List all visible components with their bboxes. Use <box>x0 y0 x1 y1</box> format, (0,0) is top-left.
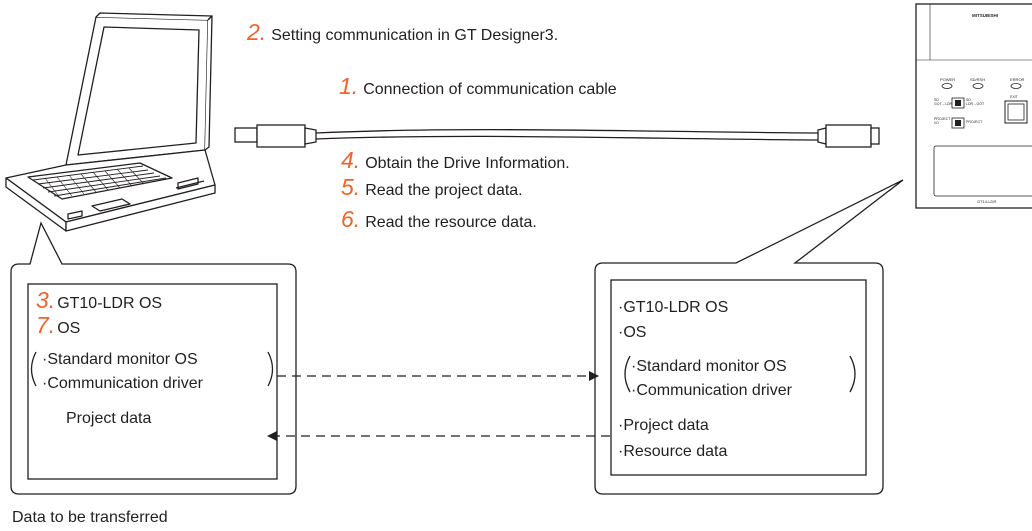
device-exit-label: EXIT <box>1010 95 1018 99</box>
step-6-number: 6. <box>341 206 361 232</box>
left-inner-box <box>27 283 278 480</box>
right-callout <box>594 179 904 495</box>
right-inner-box <box>610 279 867 476</box>
device-led-power-label: POWER <box>940 77 956 82</box>
gt14-ldr-device <box>915 3 1032 209</box>
step-5: 5. Read the project data. <box>341 176 523 200</box>
left-step-3-number: 3. <box>36 287 56 313</box>
device-model-label: GT14-LDR <box>977 199 997 204</box>
left-project-data: Project data <box>66 410 152 427</box>
device-led-sdrsh-label: SD/RSH <box>970 77 986 82</box>
step-2-number: 2. <box>247 19 267 45</box>
left-step-7-number: 7. <box>36 312 56 338</box>
step-2-text: Setting communication in GT Designer3. <box>271 27 559 44</box>
right-gt10-ldr-os: ·GT10-LDR OS <box>618 299 729 316</box>
left-callout <box>10 221 297 495</box>
step-2: 2. Setting communication in GT Designer3… <box>247 21 558 45</box>
step-5-text: Read the project data. <box>365 182 523 199</box>
step-4: 4. Obtain the Drive Information. <box>341 149 570 173</box>
right-standard-monitor: ·Standard monitor OS <box>631 358 787 375</box>
device-switch2-right-label: PROJECT <box>966 120 983 124</box>
right-os: ·OS <box>618 324 647 341</box>
laptop-icon <box>5 12 216 232</box>
left-comm-driver: ·Communication driver <box>42 375 203 392</box>
step-6-text: Read the resource data. <box>365 214 537 231</box>
left-standard-monitor: ·Standard monitor OS <box>42 351 198 368</box>
device-brand: MITSUBISHI <box>972 13 999 18</box>
right-resource-data: ·Resource data <box>618 443 728 460</box>
step-1-text: Connection of communication cable <box>363 81 617 98</box>
left-step-7-text: OS <box>57 320 81 337</box>
step-5-number: 5. <box>341 174 361 200</box>
usb-cable-icon <box>234 124 880 148</box>
device-led-error-label: ERROR <box>1010 77 1025 82</box>
left-step-7: 7. OS <box>36 314 80 338</box>
step-1-number: 1. <box>339 73 359 99</box>
step-4-number: 4. <box>341 147 361 173</box>
step-1: 1. Connection of communication cable <box>339 75 617 99</box>
caption-data-to-be-transferred: Data to be transferred <box>12 509 168 526</box>
right-comm-driver: ·Communication driver <box>631 382 792 399</box>
right-project-data: ·Project data <box>618 417 709 434</box>
step-6: 6. Read the resource data. <box>341 208 537 232</box>
left-step-3-text: GT10-LDR OS <box>57 295 163 312</box>
left-step-3: 3. GT10-LDR OS <box>36 289 162 313</box>
step-4-text: Obtain the Drive Information. <box>365 155 570 172</box>
